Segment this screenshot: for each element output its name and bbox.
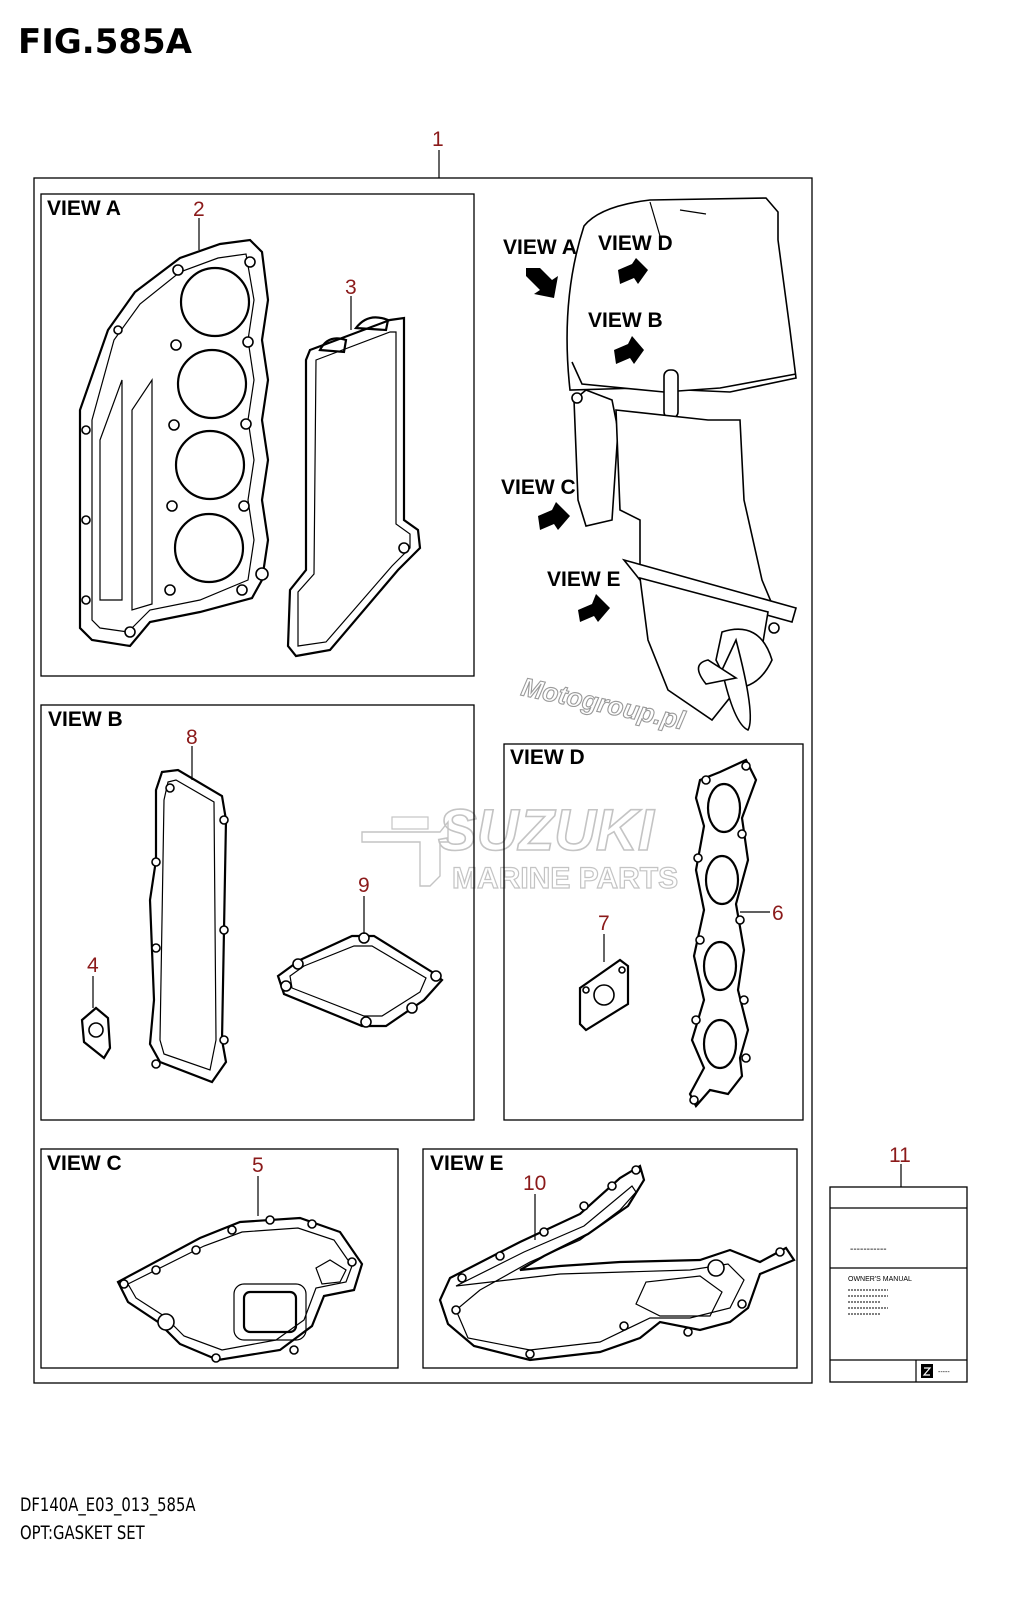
view-c-label: VIEW C — [47, 1152, 122, 1175]
view-arrow-d[interactable]: VIEW D — [598, 232, 673, 284]
owners-manual[interactable]: ----------- OWNER'S MANUAL ----- — [829, 1186, 968, 1383]
figure-title: FIG.585A — [18, 22, 192, 62]
view-b-box — [40, 704, 475, 1121]
view-arrow-c[interactable]: VIEW C — [501, 476, 576, 530]
view-arrow-a[interactable]: VIEW A — [503, 236, 577, 298]
oil-pan-gasket-5[interactable] — [116, 1215, 364, 1363]
view-d-box — [503, 743, 804, 1121]
watermark-site: Motogroup.pl — [519, 672, 688, 736]
view-d-label: VIEW D — [510, 746, 585, 769]
view-a-box — [40, 193, 475, 677]
owners-manual-cover — [829, 1186, 968, 1383]
intake-manifold-gasket[interactable] — [688, 758, 758, 1108]
callout-9[interactable]: 9 — [358, 874, 370, 897]
view-arrow-e[interactable]: VIEW E — [547, 568, 621, 622]
view-direction-arrow-icon — [614, 336, 644, 364]
cover-gasket-9[interactable] — [276, 932, 444, 1028]
callout-4[interactable]: 4 — [87, 954, 99, 977]
view-a-label: VIEW A — [47, 197, 121, 220]
view-e-label: VIEW E — [430, 1152, 504, 1175]
lower-case-gasket-10[interactable] — [438, 1164, 796, 1362]
figure-code: DF140A_E03_013_585A — [20, 1494, 196, 1516]
watermark-sub: MARINE PARTS — [452, 862, 678, 895]
callout-10[interactable]: 10 — [523, 1172, 546, 1195]
outboard-logo-watermark — [361, 816, 449, 887]
outboard-engine-illustration — [566, 197, 797, 732]
view-direction-arrow-icon — [618, 258, 648, 284]
view-c-box — [40, 1148, 399, 1369]
callout-2[interactable]: 2 — [193, 198, 205, 221]
callout-11[interactable]: 11 — [889, 1144, 911, 1167]
callout-5[interactable]: 5 — [252, 1154, 264, 1177]
cover-gasket-8[interactable] — [148, 768, 229, 1084]
cylinder-head-gasket[interactable] — [78, 238, 270, 648]
owners-manual-corner-text: ----- — [938, 1369, 950, 1376]
small-gasket-4[interactable] — [80, 1006, 112, 1060]
watermark-brand: SUZUKI — [438, 798, 656, 863]
gasket-set-frame — [33, 177, 813, 1384]
view-arrow-c-label: VIEW C — [501, 476, 576, 499]
figure-name: OPT:GASKET SET — [20, 1522, 145, 1544]
view-arrow-e-label: VIEW E — [547, 568, 621, 591]
view-direction-arrow-icon — [538, 502, 570, 530]
owners-manual-title-line: ----------- — [850, 1244, 887, 1255]
view-arrow-b[interactable]: VIEW B — [588, 309, 663, 364]
owners-manual-caption: OWNER'S MANUAL — [848, 1276, 912, 1283]
callout-6[interactable]: 6 — [772, 902, 784, 925]
callout-3[interactable]: 3 — [345, 276, 357, 299]
view-direction-arrow-icon — [578, 594, 610, 622]
view-arrow-b-label: VIEW B — [588, 309, 663, 332]
callout-8[interactable]: 8 — [186, 726, 198, 749]
small-gasket-7[interactable] — [578, 958, 630, 1032]
view-direction-arrow-icon — [526, 268, 558, 298]
head-cover-gasket[interactable] — [286, 316, 422, 658]
view-b-label: VIEW B — [48, 708, 123, 731]
view-arrow-a-label: VIEW A — [503, 236, 577, 259]
view-arrow-d-label: VIEW D — [598, 232, 673, 255]
view-e-box — [422, 1148, 798, 1369]
callout-1[interactable]: 1 — [432, 128, 444, 151]
callout-7[interactable]: 7 — [598, 912, 610, 935]
